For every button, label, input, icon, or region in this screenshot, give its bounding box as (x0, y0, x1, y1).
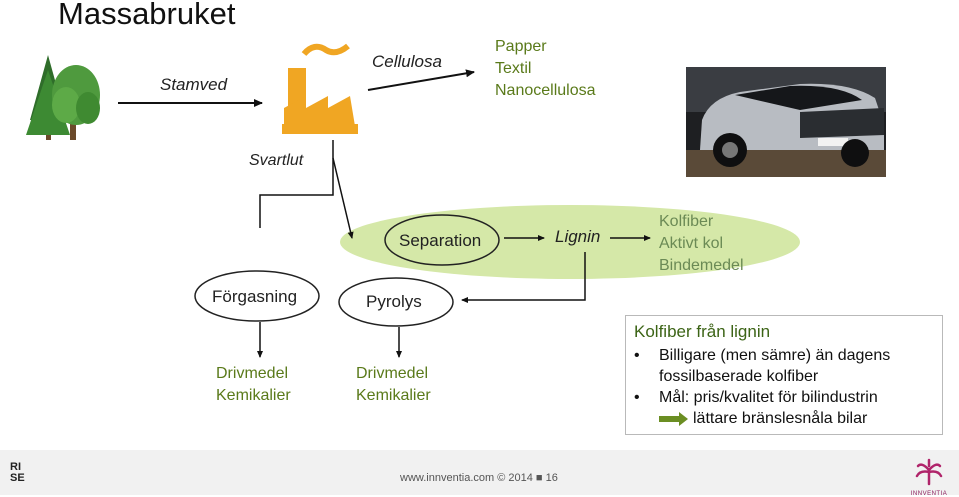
product-kemikalier-1: Kemikalier (216, 387, 291, 404)
factory-icon (282, 43, 358, 134)
cellulosa-label: Cellulosa (372, 52, 442, 71)
product-papper: Papper (495, 38, 547, 55)
tree-icon (26, 55, 100, 140)
cellulosa-products: Papper Textil Nanocellulosa (495, 36, 596, 102)
pyrolys-label: Pyrolys (366, 292, 422, 311)
bullet-text-2: Mål: pris/kvalitet för bilindustrin (659, 389, 878, 406)
line-lignin-pyrolys (461, 252, 586, 303)
innventia-logo-text: INNVENTIA (910, 491, 948, 497)
car-image (686, 67, 886, 177)
arrow-factory-separation (332, 157, 354, 239)
product-nanocellulosa: Nanocellulosa (495, 82, 596, 99)
separation-label: Separation (399, 231, 482, 250)
footer-text: www.innventia.com © 2014 ■ 16 (400, 472, 558, 484)
line-svartlut (259, 140, 334, 228)
lignin-label: Lignin (555, 227, 601, 246)
forgasning-products: Drivmedel Kemikalier (216, 363, 291, 407)
product-aktivt-kol: Aktivt kol (659, 235, 724, 252)
product-drivmedel-1: Drivmedel (216, 365, 289, 382)
product-textil: Textil (495, 60, 532, 77)
page-title: Massabruket (58, 0, 236, 31)
separation-node-shape (384, 214, 500, 266)
arrow-row-text: lättare bränslesnåla bilar (693, 410, 868, 427)
svartlut-label: Svartlut (249, 152, 304, 169)
product-kolfiber: Kolfiber (659, 213, 714, 230)
right-arrow-icon (659, 411, 688, 426)
info-box: Kolfiber från lignin •Billigare (men säm… (625, 315, 943, 435)
pyrolys-node-shape (338, 277, 454, 327)
bullet-item-2: •Mål: pris/kvalitet för bilindustrin (634, 389, 878, 406)
forgasning-label: Förgasning (212, 287, 298, 306)
footer-bar (0, 450, 959, 495)
forgasning-node-shape (194, 270, 320, 322)
bullet-continuation: fossilbaserade kolfiber (659, 368, 819, 385)
lignin-highlight-ellipse (340, 205, 800, 279)
stamved-label: Stamved (160, 75, 228, 94)
arrow-row: lättare bränslesnåla bilar (659, 408, 867, 429)
arrow-cellulosa-products (367, 69, 475, 91)
product-drivmedel-2: Drivmedel (356, 365, 429, 382)
innventia-logo: INNVENTIA (900, 458, 958, 497)
product-bindemedel: Bindemedel (659, 257, 744, 274)
lignin-products: Kolfiber Aktivt kol Bindemedel (659, 211, 744, 277)
product-kemikalier-2: Kemikalier (356, 387, 431, 404)
info-box-title: Kolfiber från lignin (634, 322, 771, 341)
bullet-item-1: •Billigare (men sämre) än dagens (634, 347, 891, 364)
innventia-logo-icon (915, 458, 943, 486)
pyrolys-products: Drivmedel Kemikalier (356, 363, 431, 407)
bullet-text-1: Billigare (men sämre) än dagens (659, 347, 891, 364)
